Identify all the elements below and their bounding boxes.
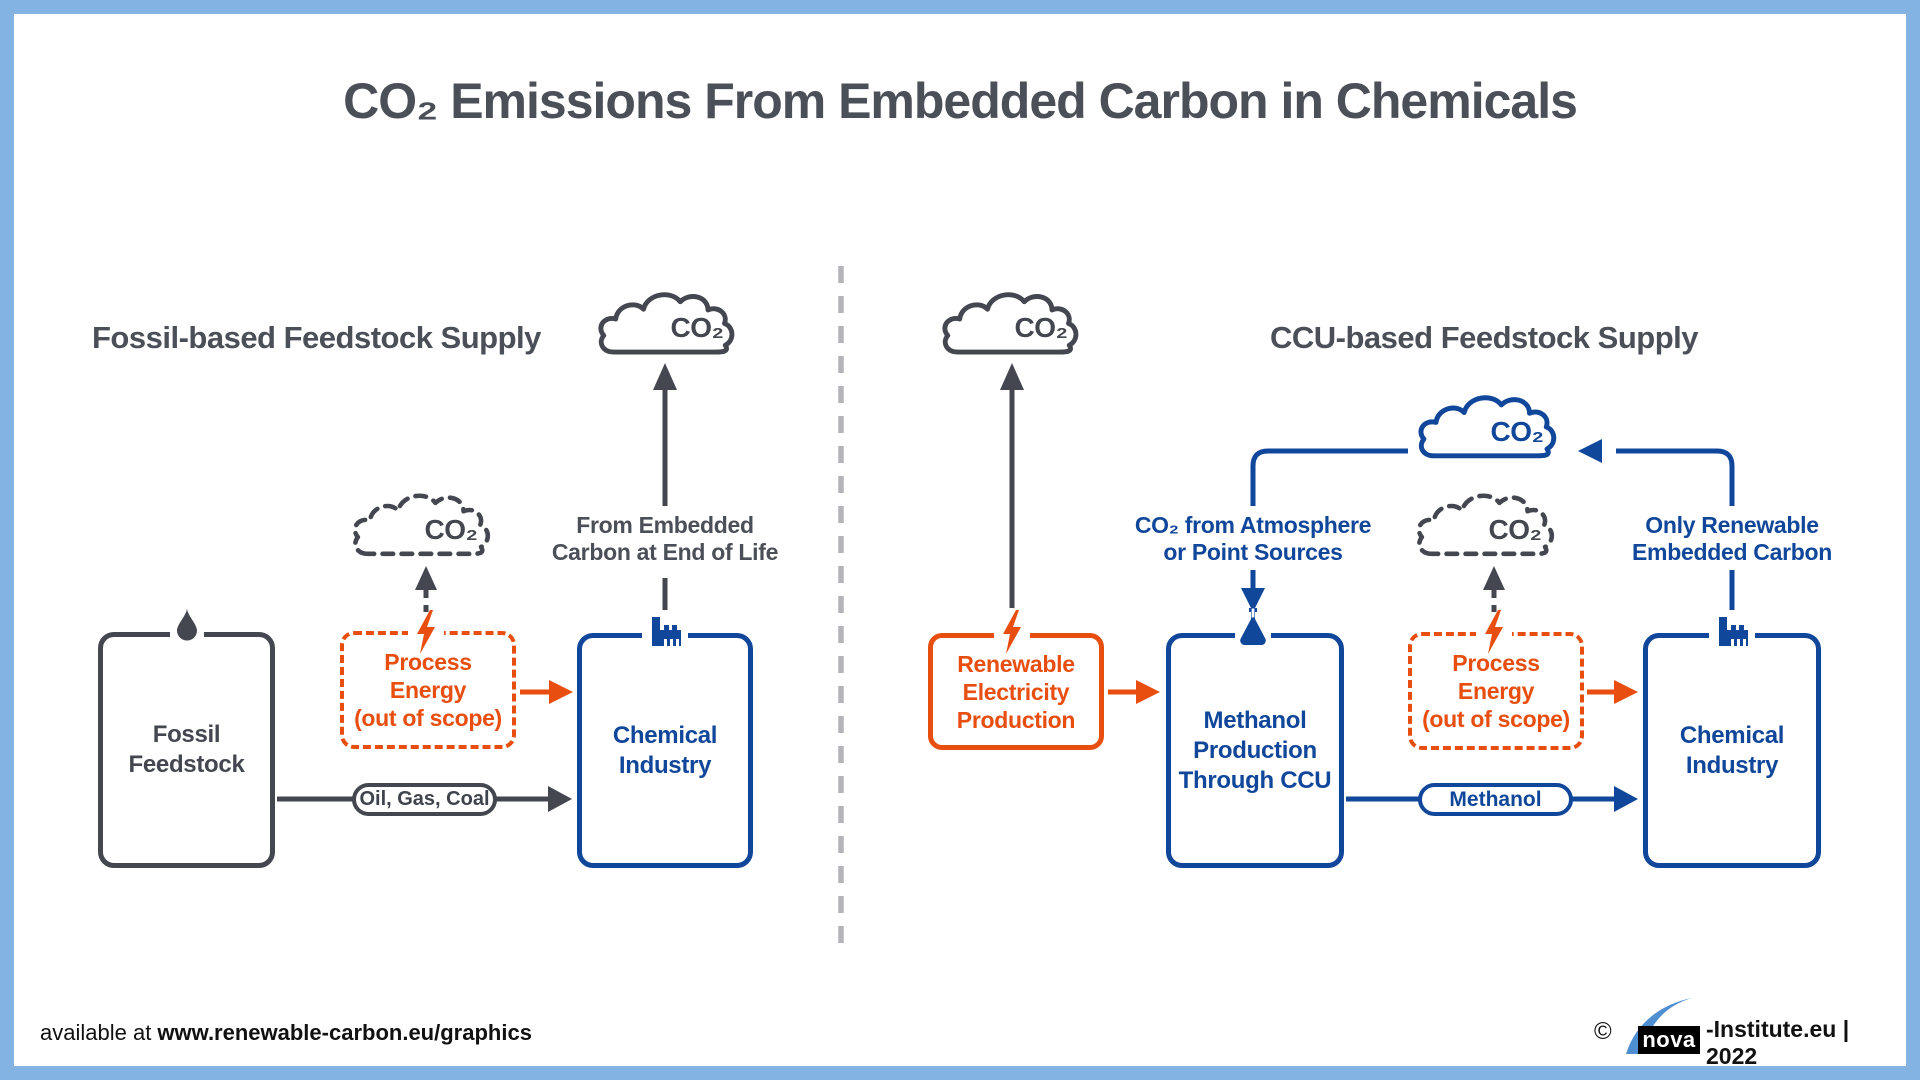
ccu-co2-capture-path	[1241, 448, 1408, 612]
ccu-section-heading: CCU-based Feedstock Supply	[1270, 320, 1698, 355]
ccu-emission-return-path	[1578, 439, 1735, 610]
lightning-icon	[417, 610, 435, 654]
end-of-life-label: From Embedded Carbon at End of Life	[551, 512, 779, 565]
factory-icon	[1719, 617, 1748, 646]
ccu-process-emission-arrow	[1483, 566, 1505, 612]
copyright-block: © nova -Institute.eu | 2022	[1594, 996, 1894, 1069]
fossil-process-energy-arrow	[520, 680, 573, 704]
ccu-process-energy-arrow	[1587, 680, 1638, 704]
nova-logo: nova	[1622, 996, 1702, 1056]
ccu-recycle-co2-label: CO₂	[1490, 416, 1544, 447]
ccu-renewable-electricity-arrow	[1108, 680, 1160, 704]
copyright-text: -Institute.eu | 2022	[1706, 1016, 1850, 1069]
availability-url: www.renewable-carbon.eu/graphics	[157, 1020, 532, 1045]
copyright-symbol: ©	[1594, 1018, 1612, 1045]
fossil-process-emission-arrow	[415, 566, 437, 612]
lightning-icon	[1003, 610, 1021, 654]
availability-prefix: available at	[40, 1020, 158, 1045]
co2-source-label: CO₂ from Atmosphere or Point Sources	[1134, 512, 1372, 565]
fossil-emission-arrow	[653, 363, 677, 610]
methanol-pill: Methanol	[1418, 783, 1573, 816]
renewable-embedded-carbon-label: Only Renewable Embedded Carbon	[1632, 512, 1832, 565]
icon-halos	[170, 624, 1755, 638]
fossil-process-co2-label: CO₂	[424, 514, 478, 545]
lightning-icon	[1485, 610, 1503, 654]
fossil-section-heading: Fossil-based Feedstock Supply	[92, 320, 541, 355]
nova-logo-text: nova	[1638, 1026, 1700, 1054]
oil-gas-coal-pill: Oil, Gas, Coal	[352, 783, 497, 816]
ccu-electricity-arrow	[1000, 363, 1024, 608]
flask-icon	[1240, 608, 1266, 646]
oil-droplet-icon	[177, 608, 197, 641]
ccu-process-co2-label: CO₂	[1488, 514, 1542, 545]
page-title: CO₂ Emissions From Embedded Carbon in Ch…	[343, 73, 1578, 129]
availability-note: available at www.renewable-carbon.eu/gra…	[40, 1020, 532, 1046]
ccu-atmosphere-co2-label: CO₂	[1014, 312, 1068, 343]
factory-icon	[652, 617, 681, 646]
fossil-atmosphere-co2-label: CO₂	[670, 312, 724, 343]
